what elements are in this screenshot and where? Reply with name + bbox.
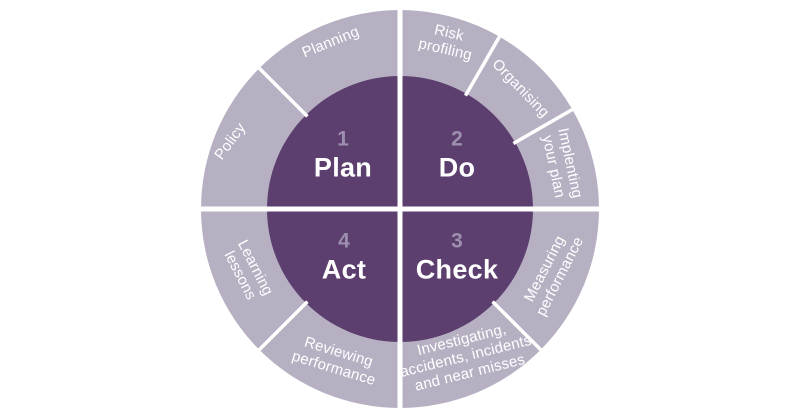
quadrant-cross [201, 10, 599, 408]
quadrant-act: 4 Act [322, 231, 366, 284]
ring-dividers [256, 34, 575, 353]
quadrant-plan: 1 Plan [314, 129, 372, 182]
quadrant-do: 2 Do [439, 129, 476, 182]
quadrant-label: Plan [313, 152, 373, 183]
quadrant-number: 2 [451, 127, 463, 151]
ring-divider [256, 65, 309, 118]
ring-divider [512, 106, 575, 146]
ring-divider [463, 34, 503, 97]
quadrant-check: 3 Check [416, 231, 499, 284]
ring-divider [491, 300, 544, 353]
quadrant-label: Check [415, 254, 499, 285]
quadrant-number: 3 [451, 229, 463, 253]
quadrant-number: 1 [337, 127, 349, 151]
quadrant-label: Do [438, 152, 476, 183]
quadrant-number: 4 [338, 229, 350, 253]
quadrant-label: Act [321, 254, 367, 285]
ring-divider [256, 300, 309, 353]
